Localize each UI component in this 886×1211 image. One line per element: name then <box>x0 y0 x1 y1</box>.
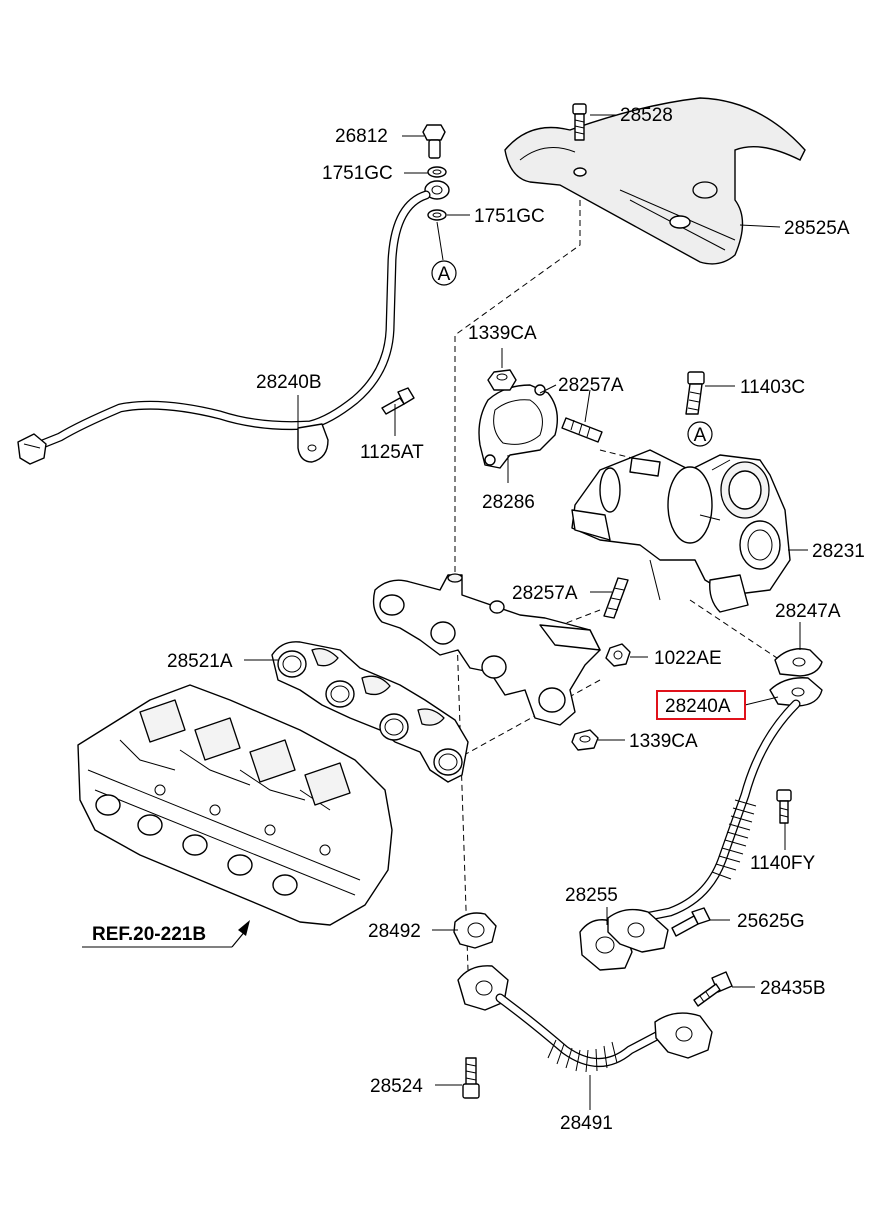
label-28257a-lower: 28257A <box>512 583 578 604</box>
label-28240b: 28240B <box>256 372 322 393</box>
label-28528: 28528 <box>620 105 673 126</box>
label-28435b: 28435B <box>760 978 826 999</box>
label-28231: 28231 <box>812 541 865 562</box>
label-28491: 28491 <box>560 1113 613 1134</box>
label-1140fy: 1140FY <box>750 853 815 874</box>
label-28521a: 28521A <box>167 651 233 672</box>
gasket-28286[interactable] <box>478 384 558 469</box>
oil-feed-pipe-28240b[interactable] <box>17 190 431 465</box>
leader-lines <box>82 114 808 1110</box>
label-1022ae: 1022AE <box>654 648 722 669</box>
label-25625g: 25625G <box>737 911 805 932</box>
reference-label: REF.20-221B <box>92 924 206 945</box>
label-26812: 26812 <box>335 126 388 147</box>
washer-1751gc-lower[interactable] <box>427 209 447 221</box>
label-11403c: 11403C <box>740 377 805 398</box>
label-28524: 28524 <box>370 1076 423 1097</box>
label-28247a: 28247A <box>775 601 841 622</box>
washer-1751gc-upper[interactable] <box>427 166 447 178</box>
label-28240a: 28240A <box>665 696 731 717</box>
turbocharger-28231[interactable] <box>571 449 791 613</box>
cylinder-head <box>77 684 393 926</box>
stud-28257a-lower[interactable] <box>603 577 629 619</box>
label-28286: 28286 <box>482 492 535 513</box>
label-28492: 28492 <box>368 921 421 942</box>
bolt-1140fy[interactable] <box>776 789 792 824</box>
connector-mark-a-upper: A <box>431 260 457 286</box>
nut-1022ae[interactable] <box>605 643 631 667</box>
bolt-1125at[interactable] <box>381 387 415 415</box>
banjo-bolt-26812[interactable] <box>422 124 446 159</box>
label-1751gc-upper: 1751GC <box>322 163 393 184</box>
svg-text:A: A <box>438 264 451 285</box>
manifold-gasket-28521a[interactable] <box>271 641 469 783</box>
nut-1339ca-lower[interactable] <box>571 729 599 751</box>
label-1751gc-lower: 1751GC <box>474 206 545 227</box>
bolt-28524[interactable] <box>462 1057 480 1099</box>
banjo-fitting[interactable] <box>424 180 450 200</box>
label-1339ca-upper: 1339CA <box>468 323 537 344</box>
label-1125at: 1125AT <box>360 442 424 463</box>
flange-28255-pipe[interactable] <box>607 908 669 953</box>
stud-28257a-upper[interactable] <box>561 417 603 443</box>
gasket-28247a[interactable] <box>774 648 823 677</box>
part-labels: 26812 1751GC 1751GC 28528 28525A 28240B … <box>92 105 865 1134</box>
oil-return-pipe-28240a[interactable] <box>635 677 823 923</box>
label-28257a-upper: 28257A <box>558 375 624 396</box>
nut-1339ca-upper[interactable] <box>487 369 517 391</box>
svg-text:A: A <box>694 425 707 446</box>
label-28255: 28255 <box>565 885 618 906</box>
exhaust-manifold[interactable] <box>372 573 601 726</box>
gasket-28492[interactable] <box>453 912 497 949</box>
label-1339ca-lower: 1339CA <box>629 731 698 752</box>
label-28525a: 28525A <box>784 218 850 239</box>
connector-mark-a-lower: A <box>687 421 713 447</box>
bolt-11403c[interactable] <box>685 371 705 415</box>
bolt-28435b[interactable] <box>693 971 733 1007</box>
bolt-28528[interactable] <box>572 103 587 141</box>
highlight-box <box>656 690 746 720</box>
egr-pipe-28491[interactable] <box>457 965 713 1073</box>
